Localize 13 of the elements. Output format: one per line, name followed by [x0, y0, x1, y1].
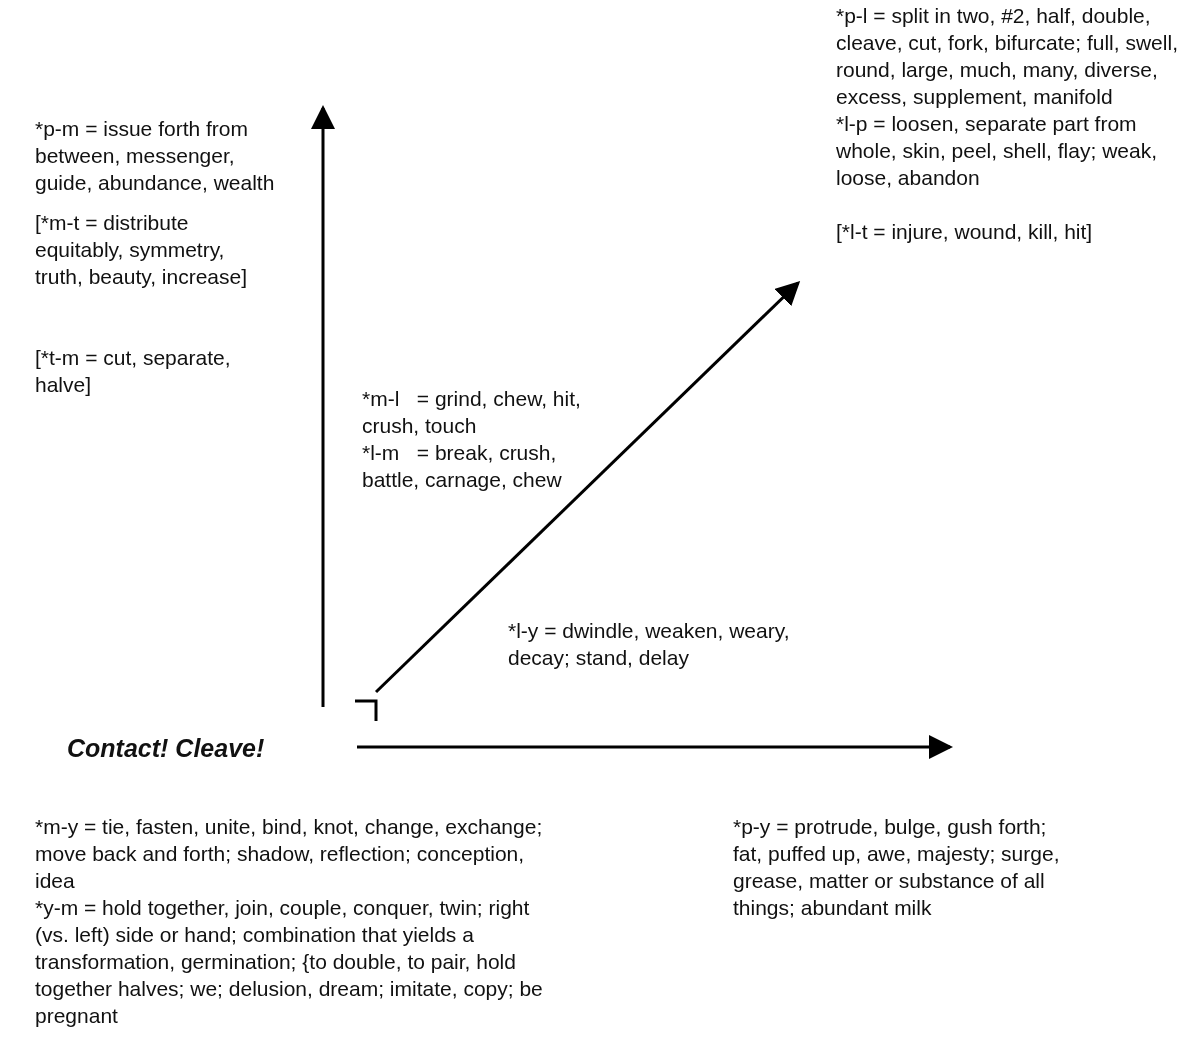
heading-text: Contact! Cleave!: [67, 733, 266, 763]
definition-text: *l-p = loosen, separate part from whole, skin, peel, shell, flay; weak, loose, abandon: [836, 111, 1158, 191]
definition-text: *p-l = split in two, #2, half, double, cleave, cut, fork, bifurcate; full, swell, round, large, much, many, diverse, excess, supplement, manifold: [836, 3, 1179, 110]
definition-text: *l-m = break, crush, battle, carnage, chew: [362, 440, 563, 493]
definition-text: *m-y = tie, fasten, unite, bind, knot, change, exchange; move back and forth; shadow, reflection; conception, idea: [35, 814, 544, 894]
definition-text: *m-l = grind, chew, hit, crush, touch: [362, 386, 582, 439]
definition-text: [*t-m = cut, separate, halve]: [35, 345, 232, 398]
definition-text: *p-m = issue forth from between, messenger, guide, abundance, wealth: [35, 116, 275, 196]
definition-text: *y-m = hold together, join, couple, conquer, twin; right (vs. left) side or hand; combination that yields a transformation, germination; {to double, to pair, hold together halves; we; delusion, dream; imitate, copy; be pregnant: [35, 895, 544, 1029]
definition-text: *p-y = protrude, bulge, gush forth; fat, puffed up, awe, majesty; surge, grease, matter or substance of all things; abundant milk: [733, 814, 1061, 921]
definition-text: [*l-t = injure, wound, kill, hit]: [836, 219, 1094, 245]
definition-text: *l-y = dwindle, weaken, weary, decay; stand, delay: [508, 618, 791, 671]
definition-text: [*m-t = distribute equitably, symmetry, truth, beauty, increase]: [35, 210, 249, 290]
